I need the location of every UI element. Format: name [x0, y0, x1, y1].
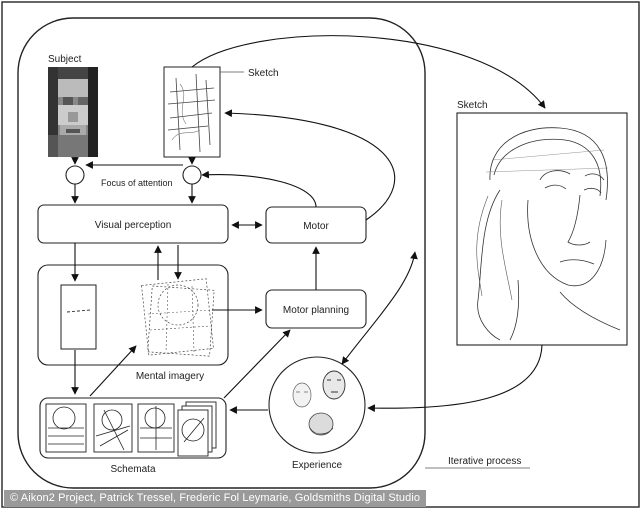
sketch-small-label: Sketch — [248, 68, 279, 79]
experience-label: Experience — [292, 460, 342, 471]
small-sketch-image — [163, 66, 221, 158]
subject-label: Subject — [48, 54, 82, 65]
experience-circle — [268, 356, 366, 454]
focus-circle-subject — [65, 165, 85, 185]
credit-caption: © Aikon2 Project, Patrick Tressel, Frede… — [4, 490, 427, 507]
focus-circle-sketch — [182, 165, 202, 185]
visual-perception-box — [37, 204, 229, 244]
experience-images — [292, 370, 346, 436]
system-boundary — [17, 17, 426, 489]
visual-perception-label: Visual perception — [95, 220, 172, 231]
mental-imagery-sketch — [141, 278, 215, 357]
motor-planning-label: Motor planning — [283, 305, 349, 316]
focus-of-attention-label: Focus of attention — [101, 178, 173, 188]
motor-label: Motor — [303, 221, 329, 232]
large-sketch-frame — [456, 112, 628, 346]
subject-image — [48, 67, 98, 157]
schemata-sketches — [45, 401, 217, 457]
iterative-process-label: Iterative process — [448, 456, 521, 467]
mental-imagery-label: Mental imagery — [136, 371, 204, 382]
sketch-large-label: Sketch — [457, 100, 488, 111]
mental-image-panel — [60, 284, 97, 350]
large-sketch-portrait — [476, 127, 621, 341]
schemata-label: Schemata — [110, 464, 155, 475]
